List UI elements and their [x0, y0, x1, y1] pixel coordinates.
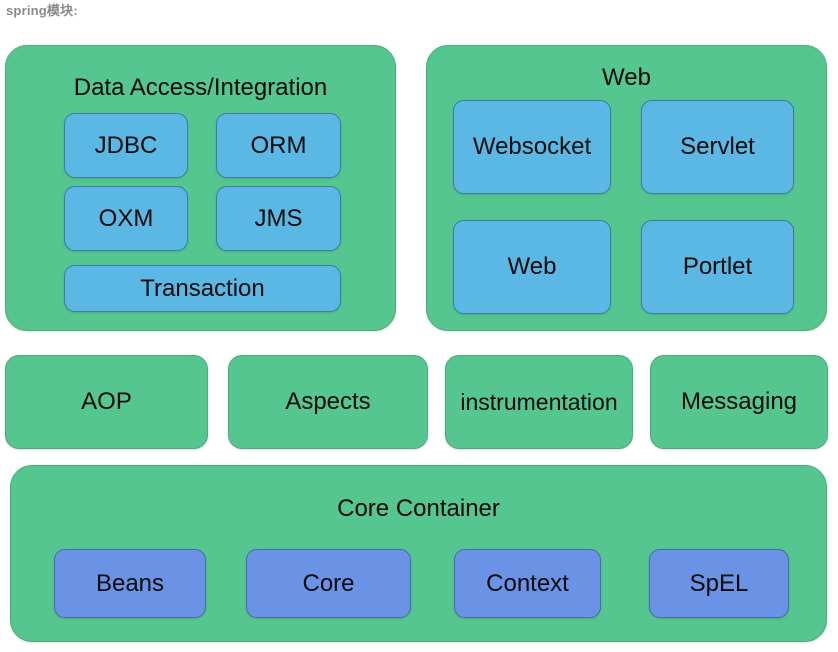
module-instrumentation[interactable]: instrumentation: [445, 355, 633, 449]
module-websocket[interactable]: Websocket: [453, 100, 611, 194]
panel-title-data-access-integration: Data Access/Integration: [73, 74, 328, 101]
module-aop[interactable]: AOP: [5, 355, 208, 449]
module-core[interactable]: Core: [246, 549, 411, 618]
module-web[interactable]: Web: [453, 220, 611, 314]
page-title: spring模块:: [6, 3, 78, 18]
panel-title-web: Web: [602, 64, 651, 91]
module-servlet[interactable]: Servlet: [641, 100, 794, 194]
module-jdbc[interactable]: JDBC: [64, 113, 188, 178]
module-portlet[interactable]: Portlet: [641, 220, 794, 314]
module-aspects[interactable]: Aspects: [228, 355, 428, 449]
panel-data-access-integration: Data Access/Integration JDBC ORM OXM JMS…: [5, 45, 396, 331]
panel-web: Web Websocket Servlet Web Portlet: [426, 45, 827, 331]
panel-core-container: Core Container Beans Core Context SpEL: [10, 465, 827, 642]
module-jms[interactable]: JMS: [216, 186, 341, 251]
module-context[interactable]: Context: [454, 549, 601, 618]
module-oxm[interactable]: OXM: [64, 186, 188, 251]
module-transaction[interactable]: Transaction: [64, 265, 341, 312]
module-beans[interactable]: Beans: [54, 549, 206, 618]
module-messaging[interactable]: Messaging: [650, 355, 828, 449]
module-spel[interactable]: SpEL: [649, 549, 789, 618]
panel-title-core-container: Core Container: [337, 495, 500, 522]
module-orm[interactable]: ORM: [216, 113, 341, 178]
